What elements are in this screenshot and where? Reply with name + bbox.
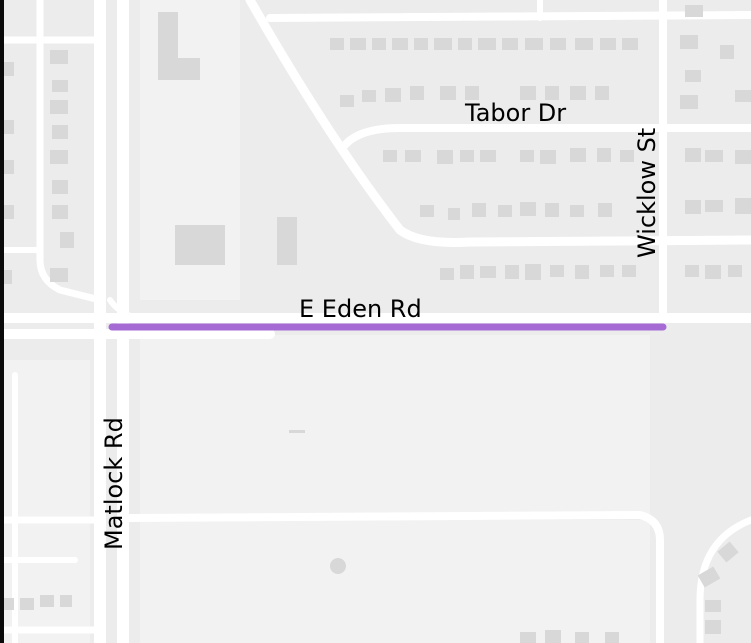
road-label-e-eden-rd: E Eden Rd	[299, 295, 422, 323]
diagonal-road	[245, 0, 751, 247]
road-label-wicklow-st: Wicklow St	[633, 128, 661, 258]
road-label-tabor-dr: Tabor Dr	[464, 99, 566, 127]
map-left-edge	[0, 0, 4, 643]
road-label-matlock-rd: Matlock Rd	[100, 417, 128, 550]
buildings	[0, 5, 751, 643]
tabor-dr-road	[341, 124, 751, 149]
